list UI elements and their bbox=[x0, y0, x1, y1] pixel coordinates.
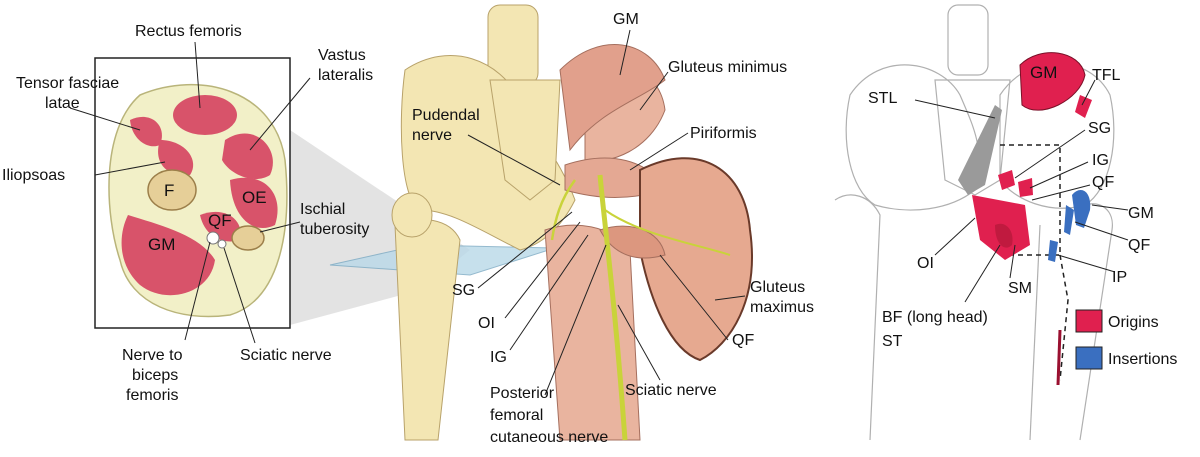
label-tfl: TFL bbox=[1092, 67, 1121, 84]
stl-ligament bbox=[958, 105, 1002, 195]
posterior-femoral-cutaneous-path bbox=[604, 209, 731, 256]
vastus-lateralis-muscle bbox=[222, 133, 273, 180]
quadratus-femoris-muscle bbox=[200, 211, 241, 242]
label-tensor-line2: latae bbox=[45, 95, 80, 112]
rectus-femoris-muscle bbox=[173, 95, 237, 135]
obturator-externus-muscle bbox=[230, 177, 278, 228]
label-ischial-line2: tuberosity bbox=[300, 221, 369, 238]
label-gluteus-maximus-line1: Gluteus bbox=[750, 279, 805, 296]
pudendal-nerve-path bbox=[550, 179, 577, 241]
label-gm-mid: GM bbox=[613, 11, 639, 28]
label-posterior-line3: cutaneous nerve bbox=[490, 429, 608, 446]
dashed-outline bbox=[1000, 144, 1069, 381]
legend-insertions-swatch bbox=[1075, 346, 1103, 370]
gm-insertion-patch bbox=[1072, 190, 1091, 228]
label-bf-long-head: BF (long head) bbox=[882, 309, 988, 326]
femur-bone bbox=[147, 169, 197, 211]
label-vastus-lateralis-line1: Vastus bbox=[318, 47, 366, 64]
label-st: ST bbox=[882, 333, 903, 350]
bf-origin-patch bbox=[995, 223, 1013, 248]
label-qf-insertion: QF bbox=[1128, 237, 1150, 254]
label-iliopsoas: Iliopsoas bbox=[2, 167, 65, 184]
label-oi-right: OI bbox=[917, 255, 934, 272]
gluteus-maximus-muscle bbox=[121, 215, 215, 296]
label-tensor-line1: Tensor fasciae bbox=[16, 75, 119, 92]
label-stl: STL bbox=[868, 90, 897, 107]
label-obturator-externus: OE bbox=[242, 188, 267, 207]
label-sg-mid: SG bbox=[452, 282, 475, 299]
sciatic-nerve-dot bbox=[206, 231, 220, 245]
femur-red-line bbox=[1056, 329, 1062, 386]
left-leader-lines bbox=[69, 41, 311, 344]
label-qf-mid: QF bbox=[732, 332, 754, 349]
tfl-origin-patch bbox=[1075, 95, 1092, 118]
hamstring-muscles bbox=[544, 224, 641, 441]
label-nerve-biceps-line2: biceps bbox=[132, 367, 178, 384]
label-gluteus-maximus-line2: maximus bbox=[750, 299, 814, 316]
gluteus-maximus-reflected bbox=[639, 157, 753, 362]
femur-shaft bbox=[394, 219, 461, 441]
label-nerve-biceps-line1: Nerve to bbox=[122, 347, 183, 364]
ig-origin-patch bbox=[1018, 178, 1033, 197]
qf-insertion-patch bbox=[1064, 205, 1074, 235]
label-piriformis: Piriformis bbox=[690, 125, 757, 142]
nerve-to-biceps-dot bbox=[217, 239, 227, 249]
label-sciatic-nerve-mid: Sciatic nerve bbox=[625, 382, 717, 399]
label-posterior-line2: femoral bbox=[490, 407, 543, 424]
label-vastus-lateralis-line2: lateralis bbox=[318, 67, 373, 84]
legend-origins-swatch bbox=[1075, 309, 1103, 333]
label-pudendal-line2: nerve bbox=[412, 127, 452, 144]
right-leader-lines bbox=[914, 79, 1129, 303]
tensor-muscle bbox=[130, 116, 162, 147]
label-posterior-line1: Posterior bbox=[490, 385, 555, 402]
label-rectus-femoris: Rectus femoris bbox=[135, 23, 242, 40]
posterior-hip-panel: GM Gluteus minimus Pudendal nerve Pirifo… bbox=[391, 4, 814, 446]
ischial-tuberosity-bone bbox=[231, 225, 265, 251]
label-gluteus-maximus: GM bbox=[148, 235, 175, 254]
label-ischial-line1: Ischial bbox=[300, 201, 345, 218]
attachments-panel: GM TFL STL SG IG QF GM QF IP OI SM BF (l… bbox=[834, 4, 1177, 441]
label-gm-origin: GM bbox=[1030, 63, 1057, 82]
quadratus-femoris-muscle-mid bbox=[599, 225, 666, 259]
label-nerve-biceps-line3: femoris bbox=[126, 387, 178, 404]
label-gluteus-minimus: Gluteus minimus bbox=[668, 59, 787, 76]
label-qf-origin: QF bbox=[1092, 174, 1114, 191]
label-ip: IP bbox=[1112, 269, 1127, 286]
femoral-head bbox=[391, 192, 433, 238]
label-sciatic-nerve-left: Sciatic nerve bbox=[240, 347, 332, 364]
label-sm: SM bbox=[1008, 280, 1032, 297]
sciatic-nerve-path bbox=[597, 174, 628, 441]
label-gm-insertion: GM bbox=[1128, 205, 1154, 222]
label-quadratus-femoris: QF bbox=[208, 211, 232, 230]
sg-origin-patch bbox=[998, 170, 1015, 190]
gluteus-medius-muscle bbox=[559, 44, 666, 152]
legend-insertions-label: Insertions bbox=[1108, 351, 1177, 368]
legend: Origins Insertions bbox=[1075, 309, 1177, 370]
iliopsoas-muscle bbox=[158, 140, 194, 176]
mid-leader-lines bbox=[467, 29, 746, 396]
label-pudendal-line1: Pudendal bbox=[412, 107, 480, 124]
label-femur: F bbox=[164, 181, 174, 200]
sacrum-bone bbox=[489, 79, 561, 201]
label-ig-mid: IG bbox=[490, 349, 507, 366]
label-oi-mid: OI bbox=[478, 315, 495, 332]
label-ig-right: IG bbox=[1092, 152, 1109, 169]
label-sg-right: SG bbox=[1088, 120, 1111, 137]
legend-origins-label: Origins bbox=[1108, 314, 1159, 331]
ip-insertion-patch bbox=[1048, 240, 1058, 262]
gm-origin-patch bbox=[1019, 52, 1086, 111]
